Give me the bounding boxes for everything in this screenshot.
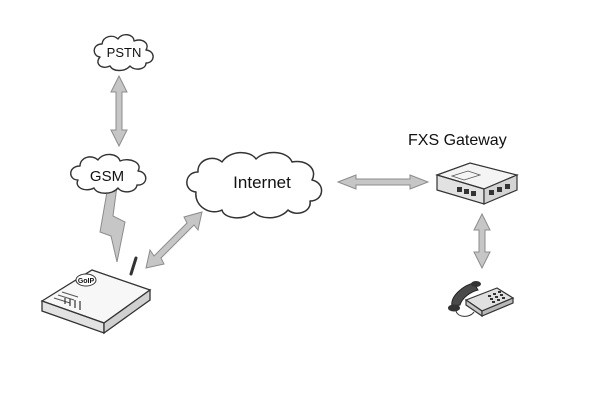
internet-cloud-shape <box>186 151 323 219</box>
fxs-gateway: FXS Gateway <box>408 132 519 205</box>
pstn-cloud-shape <box>93 34 154 72</box>
arrow-pstn-gsm <box>110 74 128 148</box>
fxs-gateway-device-icon <box>435 162 519 205</box>
arrow-router-internet <box>145 211 203 269</box>
router-icon <box>40 256 152 335</box>
goip-logo-text: GoIP <box>78 278 95 285</box>
arrow-fxs-phone <box>473 212 491 270</box>
internet-label: Internet <box>233 173 291 192</box>
goip-logo-badge <box>75 273 97 287</box>
gsm-cloud-shape <box>70 153 147 194</box>
internet-cloud: Internet <box>186 151 323 219</box>
pstn-cloud: PSTN <box>93 34 154 72</box>
wireless-lightning-icon <box>99 185 126 263</box>
fxs-gateway-label: FXS Gateway <box>408 132 507 149</box>
gsm-cloud: GSM <box>70 153 147 194</box>
pstn-label: PSTN <box>107 45 142 60</box>
gsm-gateway-router: GoIP <box>40 256 152 335</box>
arrow-internet-fxs <box>336 174 430 190</box>
gsm-label: GSM <box>90 168 124 185</box>
telephone-icon <box>448 281 515 318</box>
